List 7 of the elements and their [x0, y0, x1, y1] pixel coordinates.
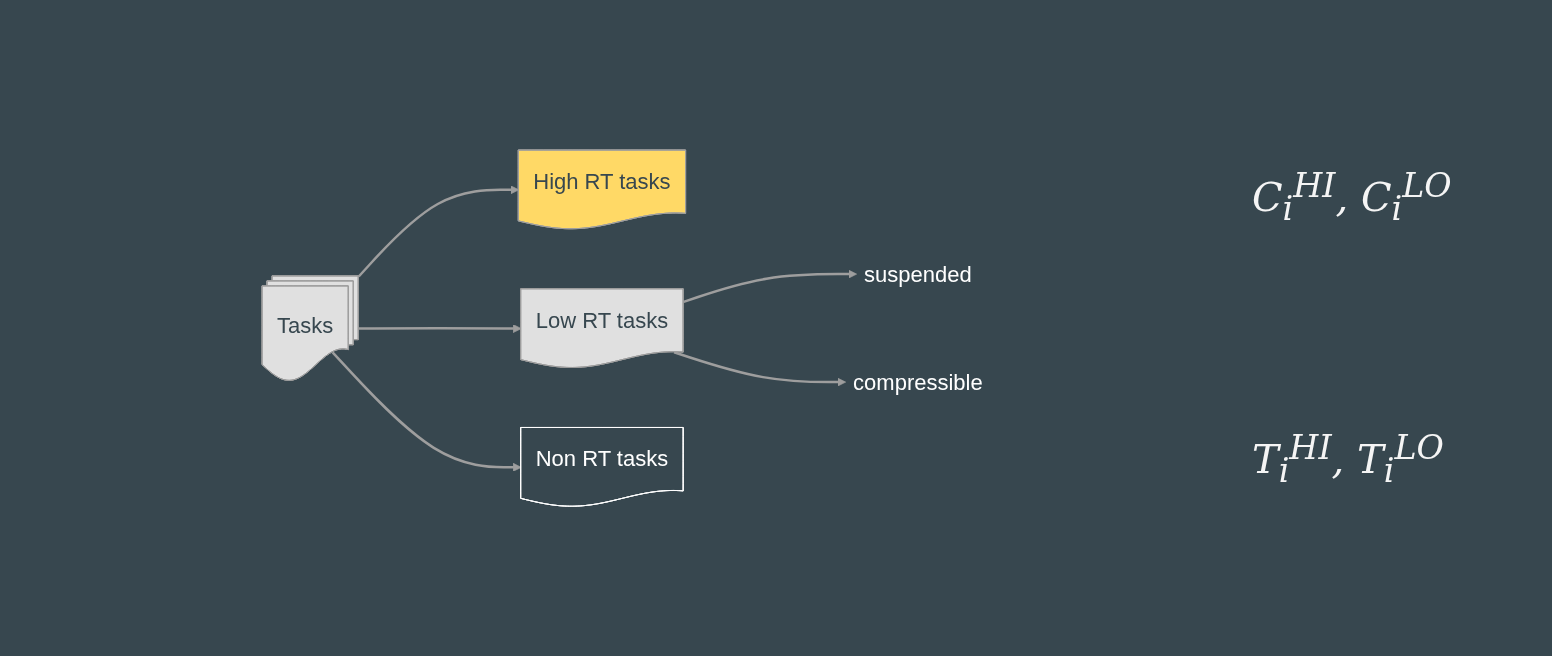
arrow — [673, 350, 846, 387]
node-text: compressible — [852, 369, 983, 395]
arrow — [331, 351, 522, 472]
arrow — [357, 185, 520, 278]
arrow — [358, 324, 522, 333]
node-text: suspended — [863, 261, 972, 287]
arrow — [683, 269, 857, 303]
